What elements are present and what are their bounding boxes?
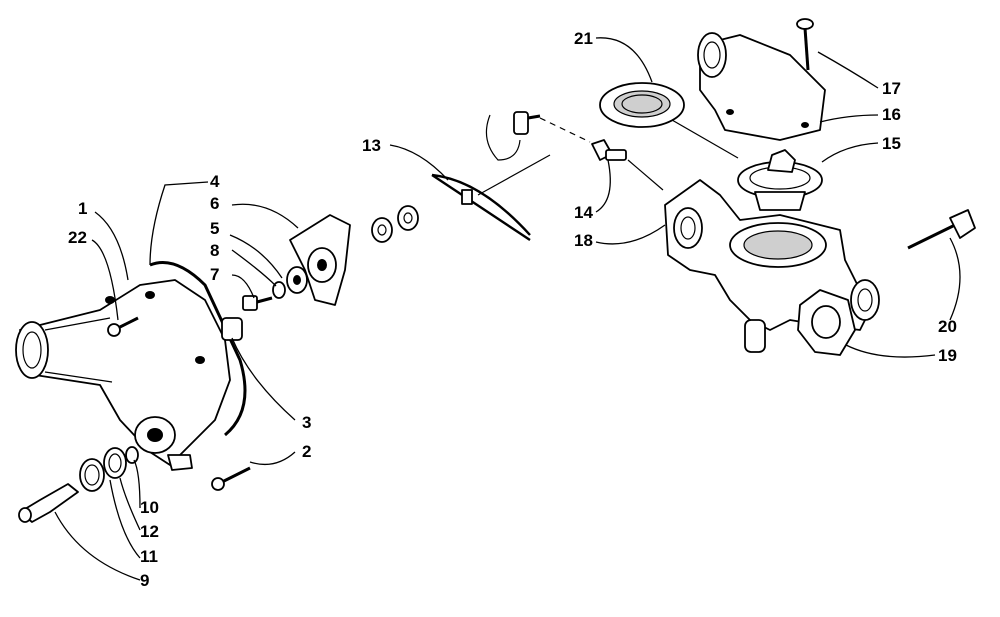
callout-3: 3 <box>302 413 311 432</box>
shaft-washer-a <box>371 217 393 243</box>
callout-15: 15 <box>882 134 901 153</box>
o-ring-11 <box>79 458 105 492</box>
callout-18: 18 <box>574 231 593 250</box>
housing-screw <box>107 316 139 337</box>
long-bolt <box>907 209 976 250</box>
callout-22: 22 <box>68 228 87 247</box>
callout-7: 7 <box>210 265 219 284</box>
o-ring-12 <box>103 447 127 479</box>
gasket <box>149 261 247 437</box>
callout-6: 6 <box>210 194 219 213</box>
wire-tie <box>431 173 531 241</box>
callout-5: 5 <box>210 219 219 238</box>
washer-10 <box>125 446 139 464</box>
thermostat <box>737 149 823 211</box>
callout-12: 12 <box>140 522 159 541</box>
pump-housing <box>15 279 231 471</box>
temp-sensor <box>591 139 627 161</box>
callout-11: 11 <box>140 547 158 566</box>
callout-19: 19 <box>938 346 957 365</box>
thermostat-cover <box>697 32 826 141</box>
callout-1: 1 <box>78 199 87 218</box>
callout-21: 21 <box>574 29 593 48</box>
drain-plug <box>18 483 79 523</box>
callout-9: 9 <box>140 571 149 590</box>
callout-14: 14 <box>574 203 593 222</box>
seal-ring <box>599 82 685 128</box>
callout-4: 4 <box>210 172 220 191</box>
shaft-washer-b <box>397 205 419 231</box>
callout-17: 17 <box>882 79 901 98</box>
callout-13: 13 <box>362 136 381 155</box>
callout-16: 16 <box>882 105 901 124</box>
callout-20: 20 <box>938 317 957 336</box>
callout-10: 10 <box>140 498 159 517</box>
bushing <box>221 317 243 341</box>
mounting-screw <box>211 466 251 491</box>
callout-8: 8 <box>210 241 219 260</box>
impeller <box>289 214 351 306</box>
callout-2: 2 <box>302 442 311 461</box>
impeller-bolt <box>242 295 273 311</box>
hose-connector <box>485 111 541 161</box>
cover-bolt <box>796 18 814 71</box>
flange-gasket <box>797 289 856 356</box>
